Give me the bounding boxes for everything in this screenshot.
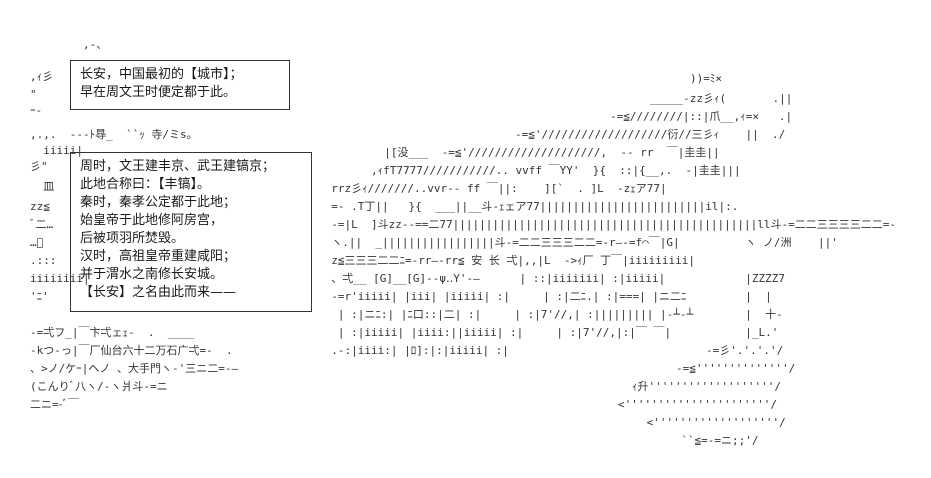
- art-left-line: -=弌フ_|￣卞弌ェｪ- . ____: [30, 326, 195, 339]
- caption-main-line-2: 此地合称曰：【丰镐】。: [80, 177, 211, 192]
- caption-box-main: [70, 152, 312, 312]
- art-left-line: iiiiiiii|: [30, 272, 90, 285]
- art-left-line: ,-、: [30, 38, 108, 51]
- art-right-line: -=彡'.'.'.'/: [706, 344, 784, 357]
- art-right-line: <'''''''''''''''''''/: [640, 416, 786, 429]
- art-right-line: _____-zz彡ｨ( .||: [650, 92, 793, 105]
- art-left-line: .:::: [30, 254, 57, 267]
- art-middle-line: 、弌__ [G]__[G]--ψ‥Y'-— | ::|iiiiiii| :|ii…: [318, 272, 666, 285]
- caption-main-line-4: 始皇帝于此地修阿房宫，: [80, 213, 224, 228]
- caption-main-line-3: 秦时，秦孝公定都于此地；: [80, 195, 237, 210]
- art-middle-line: ,ｨfT7777///////////.. vvff ￣YY' }{ ::|{_…: [318, 164, 741, 177]
- caption-box-top: [70, 60, 290, 110]
- art-left-line: zz≦: [30, 200, 50, 213]
- art-middle-line: | :|ニﾆ:| |ﾆ口::|二| :| | :|7'//,| :|||||||…: [318, 308, 694, 321]
- art-right-line: | |: [732, 290, 772, 303]
- art-left-line: 、>ノ/ケｰ|ヘノ 、大手門ヽ-'三ニ二=-—: [30, 362, 239, 375]
- caption-top-line-2: 早在周文王时便定都于此。: [80, 85, 237, 100]
- art-left-line: (こんりﾞ八ヽ/-ヽ爿斗-=ニ: [30, 380, 168, 393]
- art-middle-line: | :|iiiii| |iiii:||iiiii| :| | :|7'//,|:…: [318, 326, 672, 339]
- art-middle-line: |[没___ -=≦'////////////////////, -- rr ￣…: [318, 146, 720, 159]
- art-left-line: 'ﾆ': [30, 290, 49, 303]
- art-left-line: ｰ-: [30, 104, 43, 117]
- caption-main-line-7: 并于渭水之南修长安城。: [80, 267, 224, 282]
- art-left-line: ﾞ二…: [30, 218, 54, 231]
- art-right-line: -=≦'///////////////////衍//三彡ｨ || ./: [515, 128, 786, 141]
- art-middle-line: ヽ.|| _|||||||||||||||||斗-=二二三三三二二=-r—-=f…: [318, 236, 680, 249]
- art-left-line: …ﾞ: [30, 236, 44, 249]
- art-right-line: ``≦=-=ニ;;'/: [668, 434, 759, 447]
- art-left-line: ,ｨ彡: [30, 70, 54, 83]
- caption-main-line-8: 【长安】之名由此而来——: [80, 285, 237, 300]
- art-right-line: ｨ升'''''''''''''''''''/: [632, 380, 781, 393]
- art-right-line: ヽ ノ/洲 ||': [732, 236, 838, 249]
- caption-main-line-1: 周时，文王建丰京、武王建镐京；: [80, 159, 276, 174]
- art-right-line: -=≦////////|::|爪__,ｨ=× .|: [610, 110, 793, 123]
- art-middle-line: =- .T丁|| }{ ___||__斗-ｪェア77||||||||||||||…: [318, 200, 739, 213]
- art-right-line: <''''''''''''''''''''''/: [618, 398, 777, 411]
- art-left-line: iiiii|: [30, 144, 83, 157]
- art-middle-line: -=r'iiiii| |iii| |iiiii| :| | :|二ﾆ.| :|=…: [318, 290, 687, 303]
- art-right-line: |_L.': [732, 326, 779, 339]
- art-left-line: ,.,. ---ﾄ䙷_ ``ｯ 寺/ミs。: [30, 128, 198, 141]
- caption-main-line-6: 汉时，高祖皇帝重建咸阳；: [80, 249, 237, 264]
- art-middle-line: -=|L ]斗zz--==二77||||||||||||||||||||||||…: [318, 218, 896, 231]
- art-left-line: 皿: [30, 180, 55, 193]
- art-middle-line: .-:|iiii:| |ﾛ]:|:|iiiii| :|: [318, 344, 509, 357]
- art-middle-line: rrz彡ｨ///////..vvr-- ff ￣||: ][` . ]L -zｪ…: [318, 182, 667, 195]
- caption-top-line-1: 长安，中国最初的【城市】；: [80, 67, 243, 82]
- art-right-line: | 十-: [732, 308, 783, 321]
- art-left-line: -kつ-っ|￣厂仙台六十二万石广弌=- .: [30, 344, 233, 357]
- art-right-line: -=≦''''''''''''''/: [676, 362, 796, 375]
- art-middle-line: z≦三三三二二ﾆ=-rr—-rr≦ 安 长 弌|,,|L ->ｨ厂 丁￣|iii…: [318, 254, 696, 267]
- art-right-line: |ZZZZ7: [732, 272, 785, 285]
- art-left-line: 二ニ=-ﾞ￣: [30, 398, 79, 411]
- art-right-line: ))=ﾐ×: [690, 72, 722, 85]
- caption-main-line-5: 后被项羽所焚毁。: [80, 231, 185, 246]
- art-left-line: ": [30, 88, 37, 101]
- art-left-line: 彡": [30, 160, 48, 173]
